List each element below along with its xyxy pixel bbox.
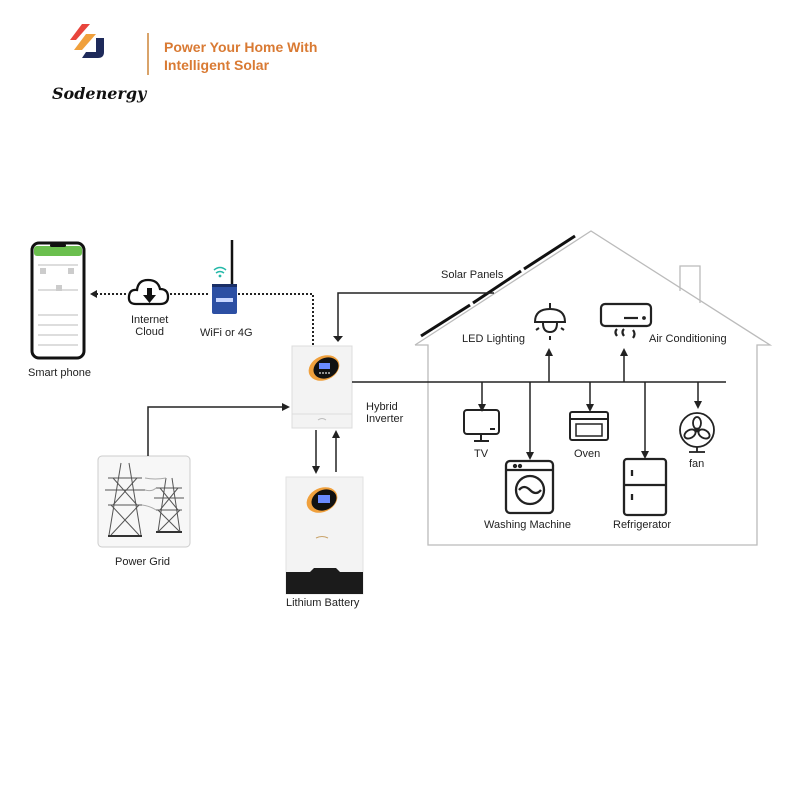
air-conditioning-icon	[599, 302, 653, 339]
solar-arrow-icon	[333, 336, 343, 342]
hybrid-inverter-label-line-2: Inverter	[366, 413, 404, 425]
power-grid-label: Power Grid	[115, 556, 171, 568]
cloud-download-icon	[127, 278, 170, 306]
smart-phone-label: Smart phone	[28, 367, 91, 379]
led-lighting-label: LED Lighting	[462, 333, 525, 345]
header-divider	[147, 33, 149, 75]
hybrid-inverter-label-line-1: Hybrid	[366, 401, 398, 413]
internet-cloud-label-line-2: Cloud	[135, 326, 165, 338]
logo-mark-icon	[70, 24, 104, 58]
lithium-battery-icon	[285, 476, 364, 595]
power-lines	[147, 292, 726, 474]
solar-panels-icon	[420, 234, 576, 338]
internet-cloud-label-line-1: Internet	[131, 314, 169, 326]
tagline-line-1: Power Your Home With	[164, 39, 318, 55]
house-outline	[414, 230, 773, 546]
air-conditioning-label: Air Conditioning	[649, 333, 727, 345]
data-arrow-icon	[90, 290, 97, 298]
wifi-module-icon	[212, 240, 237, 314]
tagline: Power Your Home With Intelligent Solar	[164, 38, 317, 74]
oven-icon	[569, 411, 609, 441]
tagline-line-2: Intelligent Solar	[164, 57, 270, 73]
refrigerator-label: Refrigerator	[613, 519, 672, 531]
hybrid-inverter-icon	[291, 345, 353, 429]
internet-cloud-label: Internet Cloud	[131, 314, 168, 338]
washing-machine-icon	[504, 459, 555, 515]
led-lighting-icon	[533, 303, 567, 340]
wifi-module-label: WiFi or 4G	[200, 327, 253, 339]
oven-label: Oven	[574, 448, 601, 460]
fan-icon	[679, 412, 715, 453]
smart-phone-icon	[30, 241, 86, 360]
power-grid-icon	[97, 455, 191, 548]
fan-label: fan	[689, 458, 705, 470]
hybrid-inverter-label: Hybrid Inverter	[366, 401, 403, 425]
solar-panels-label: Solar Panels	[441, 269, 504, 281]
refrigerator-icon	[622, 457, 668, 517]
washing-machine-label: Washing Machine	[484, 519, 572, 531]
tv-icon	[463, 409, 500, 442]
brand-name: Sodenergy	[52, 84, 147, 103]
lithium-battery-label: Lithium Battery	[286, 597, 360, 609]
tv-label: TV	[474, 448, 489, 460]
data-link-dotted	[96, 293, 314, 345]
